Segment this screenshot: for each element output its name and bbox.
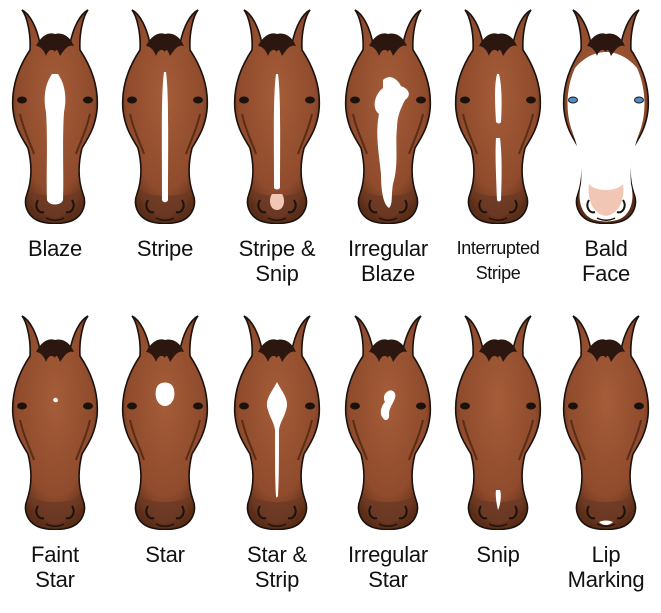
label-faint-star-line-1: Faint [0,542,116,567]
label-stripe-snip: Stripe &Snip [216,236,338,286]
horse-stripe-snip: Stripe &Snip [222,4,332,224]
eye-left [569,97,578,103]
eye-right [527,97,536,103]
horse-head-snip [443,310,553,530]
label-bald-face-line-1: Bald [545,236,661,261]
label-star: Star [104,542,226,567]
horse-star-strip: Star &Strip [222,310,332,530]
label-irregular-star: IrregularStar [327,542,449,592]
label-lip-marking-line-1: Lip [545,542,661,567]
marking-stripe-snip-1 [274,74,280,190]
label-blaze: Blaze [0,236,116,261]
label-lip-marking-line-2: Marking [545,567,661,592]
horse-head-bald-face [551,4,661,224]
eye-left [18,97,27,103]
horse-head-blaze [0,4,110,224]
eye-left [240,403,249,409]
eye-left [128,97,137,103]
eye-left [461,97,470,103]
marking-stripe-1 [162,72,168,202]
label-faint-star: FaintStar [0,542,116,592]
label-blaze-line-1: Blaze [0,236,116,261]
horse-head-stripe-snip [222,4,332,224]
label-interrupted-stripe-line-1: Interrupted [437,236,559,261]
label-star-strip: Star &Strip [216,542,338,592]
label-faint-star-line-2: Star [0,567,116,592]
horse-star: Star [110,310,220,530]
label-stripe: Stripe [104,236,226,261]
horse-faint-star: FaintStar [0,310,110,530]
horse-stripe: Stripe [110,4,220,224]
horse-irregular-star: IrregularStar [333,310,443,530]
label-snip: Snip [437,542,559,567]
label-interrupted-stripe-line-2: Stripe [437,261,559,286]
horse-lip-marking: LipMarking [551,310,661,530]
label-snip-line-1: Snip [437,542,559,567]
horse-bald-face: BaldFace [551,4,661,224]
label-irregular-star-line-2: Star [327,567,449,592]
label-irregular-star-line-1: Irregular [327,542,449,567]
eye-left [569,403,578,409]
label-interrupted-stripe: InterruptedStripe [437,236,559,286]
eye-left [351,97,360,103]
label-bald-face: BaldFace [545,236,661,286]
label-stripe-line-1: Stripe [104,236,226,261]
eye-right [417,403,426,409]
eye-right [635,403,644,409]
eye-left [240,97,249,103]
horse-head-stripe [110,4,220,224]
eye-left [351,403,360,409]
label-lip-marking: LipMarking [545,542,661,592]
eye-right [84,97,93,103]
eye-left [461,403,470,409]
label-irregular-blaze-line-1: Irregular [327,236,449,261]
marking-stripe-snip-2 [270,194,284,210]
horse-head-star-strip [222,310,332,530]
label-bald-face-line-2: Face [545,261,661,286]
label-star-strip-line-1: Star & [216,542,338,567]
eye-left [128,403,137,409]
eye-right [194,403,203,409]
label-star-line-1: Star [104,542,226,567]
eye-right [527,403,536,409]
horse-head-star [110,310,220,530]
eye-right [306,97,315,103]
eye-left [18,403,27,409]
label-star-strip-line-2: Strip [216,567,338,592]
horse-head-irregular-star [333,310,443,530]
label-irregular-blaze: IrregularBlaze [327,236,449,286]
horse-interrupted-stripe: InterruptedStripe [443,4,553,224]
horse-head-irregular-blaze [333,4,443,224]
marking-blaze-1 [45,74,66,205]
label-irregular-blaze-line-2: Blaze [327,261,449,286]
eye-right [417,97,426,103]
horse-head-lip-marking [551,310,661,530]
label-stripe-snip-line-1: Stripe & [216,236,338,261]
horse-head-faint-star [0,310,110,530]
horse-head-interrupted-stripe [443,4,553,224]
horse-blaze: Blaze [0,4,110,224]
horse-snip: Snip [443,310,553,530]
marking-star-1 [156,383,175,407]
eye-right [194,97,203,103]
label-stripe-snip-line-2: Snip [216,261,338,286]
eye-right [84,403,93,409]
horse-irregular-blaze: IrregularBlaze [333,4,443,224]
eye-right [635,97,644,103]
eye-right [306,403,315,409]
